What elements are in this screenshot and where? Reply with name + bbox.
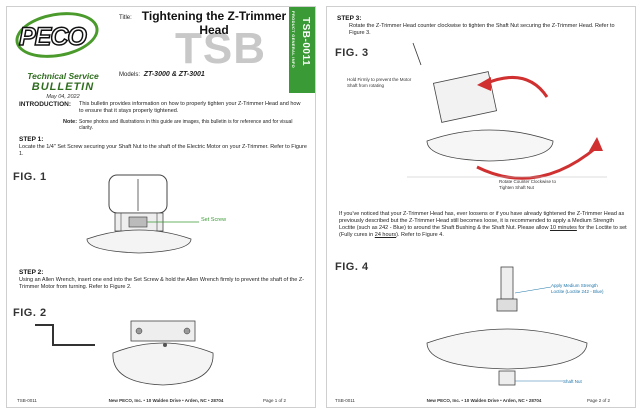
loctite-paragraph-a: If you've noticed that your Z-Trimmer He… (339, 211, 625, 231)
models-label: Models: (119, 72, 141, 78)
shaft-nut-label: Shaft Nut (563, 379, 582, 384)
loctite-cure-time: 24 hours (374, 232, 397, 238)
loctite-paragraph: If you've noticed that your Z-Trimmer He… (339, 211, 629, 239)
figure2-label: FIG. 2 (13, 307, 47, 319)
footer-page: Page 2 of 2 (587, 398, 611, 403)
logo-text: PECO (18, 22, 87, 52)
bulletin-date: May 04, 2022 (46, 94, 80, 100)
footer-address: New PECO, Inc. • 10 Walden Drive • Arden… (108, 398, 224, 403)
figure3-label: FIG. 3 (335, 47, 369, 59)
category-strip-code: TSB-0011 (300, 17, 311, 67)
figure2-illustration (35, 320, 214, 386)
figure4-label: FIG. 4 (335, 261, 369, 273)
models-value: ZT-3000 & ZT-3001 (143, 71, 205, 78)
step2-text: Using an Allen Wrench, insert one end in… (19, 277, 305, 290)
step3-text: Rotate the Z-Trimmer Head counter clockw… (349, 23, 615, 36)
set-screw-label: Set Screw (201, 217, 227, 223)
loctite-set-time: 10 minutes (549, 225, 577, 231)
step2-title: STEP 2: (19, 269, 44, 276)
title-label: Title: (119, 15, 132, 21)
footer-address: New PECO, Inc. • 10 Walden Drive • Arden… (426, 398, 542, 403)
note-label: Note: (63, 119, 78, 125)
footer-doc-id: TSB-0011 (335, 398, 355, 403)
models-line: Models: ZT-3000 & ZT-3001 (119, 71, 205, 78)
loctite-paragraph-c: ). Refer to Figure 4. (396, 232, 444, 238)
figure3-illustration (407, 42, 607, 180)
category-strip-small: PRODUCT GENERAL INFO (291, 11, 296, 69)
bulletin-label-line1: Technical Service (27, 71, 99, 81)
bulletin-label: Technical Service BULLETIN May 04, 2022 (15, 71, 111, 100)
intro-label: INTRODUCTION: (19, 101, 71, 108)
loctite-label: Apply Medium Strength Loctite (Loctite 2… (551, 283, 604, 294)
figure1-illustration (86, 174, 199, 254)
tsb-watermark: TSB (175, 24, 266, 73)
figure1-label: FIG. 1 (13, 171, 47, 183)
step1-text: Locate the 1/4" Set Screw securing your … (19, 144, 307, 157)
page-title: Tightening the Z-Trimmer Head (141, 9, 287, 37)
step1-title: STEP 1: (19, 136, 44, 143)
page-1: PECO Technical Service BULLETIN May 04, … (6, 6, 316, 408)
step3-title: STEP 3: (337, 15, 362, 22)
footer-page: Page 1 of 2 (263, 398, 287, 403)
category-strip: PRODUCT GENERAL INFO TSB-0011 (289, 7, 315, 93)
figure4-illustration (426, 266, 588, 386)
peco-logo: PECO (11, 6, 105, 65)
intro-text: This bulletin provides information on ho… (79, 101, 301, 114)
hold-firmly-label: Hold Firmly to prevent the Motor Shaft f… (347, 77, 412, 88)
page-2: STEP 3: Rotate the Z-Trimmer Head counte… (326, 6, 636, 408)
loctite-paragraph-b: for the Loctite to set (Fully cures in (339, 225, 627, 238)
bulletin-label-line2: BULLETIN (31, 81, 95, 93)
note-text: Some photos and illustrations in this gu… (79, 119, 293, 131)
footer-doc-id: TSB-0011 (17, 398, 37, 403)
rotate-label: Rotate Counter Clockwise to Tighten Shaf… (499, 179, 557, 190)
